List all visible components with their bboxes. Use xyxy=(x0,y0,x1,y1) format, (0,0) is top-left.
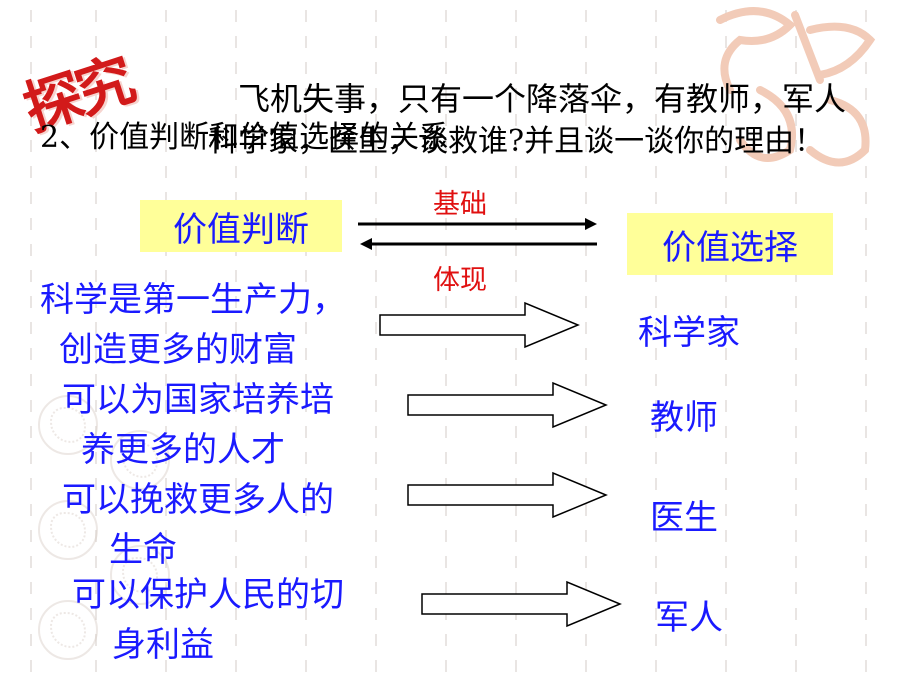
background-stripe xyxy=(30,10,32,675)
background-stripe xyxy=(445,10,447,675)
background-stripe xyxy=(515,10,517,675)
background-stripe xyxy=(865,10,867,675)
background-stripe xyxy=(725,10,727,675)
reason-line: 科学是第一生产力， xyxy=(40,280,346,320)
block-arrow-scientist xyxy=(379,301,580,349)
reflection-label: 体现 xyxy=(433,265,487,296)
reason-line: 创造更多的财富 xyxy=(59,330,297,370)
block-arrow-teacher xyxy=(407,381,608,429)
reason-doctor: 可以挽救更多人的 生命 xyxy=(28,475,368,575)
question-line-2-prefix: 2、价值判断和价值选择的关系 xyxy=(40,120,450,155)
reason-line: 可以保护人民的切 xyxy=(72,575,344,615)
block-arrow-soldier xyxy=(421,580,622,628)
decorative-seal xyxy=(110,545,170,605)
person-teacher: 教师 xyxy=(650,398,718,438)
backward-relation-arrow xyxy=(360,238,597,250)
question-line-2: 科学家，医生，谈救谁?并且谈一谈你的理由！ xyxy=(208,124,825,159)
background-stripe xyxy=(795,10,797,675)
block-arrow-doctor xyxy=(407,471,608,519)
reason-line: 身利益 xyxy=(112,625,214,665)
reason-soldier: 可以保护人民的切 身利益 xyxy=(28,570,388,670)
person-doctor: 医生 xyxy=(650,498,718,538)
decorative-seal xyxy=(38,395,98,455)
basis-label: 基础 xyxy=(433,189,487,220)
decorative-seal xyxy=(38,600,98,660)
reason-line: 养更多的人才 xyxy=(81,430,285,470)
decorative-seal xyxy=(38,500,98,560)
reason-line: 可以挽救更多人的 xyxy=(62,480,334,520)
background-stripe xyxy=(585,10,587,675)
person-scientist: 科学家 xyxy=(638,313,740,353)
question-line-1: 飞机失事，只有一个降落伞，有教师，军人 xyxy=(238,80,847,118)
value-judgment-box: 价值判断 xyxy=(140,200,342,252)
background-stripe xyxy=(235,10,237,675)
background-stripe xyxy=(375,10,377,675)
background-stripe xyxy=(95,10,97,675)
reason-teacher: 可以为国家培养培 养更多的人才 xyxy=(28,375,368,475)
person-soldier: 军人 xyxy=(655,598,723,638)
forward-relation-arrow xyxy=(358,218,597,230)
background-stripe xyxy=(655,10,657,675)
decorative-seal xyxy=(110,430,170,490)
reason-scientist: 科学是第一生产力， 创造更多的财富 xyxy=(18,275,368,375)
reason-line: 生命 xyxy=(109,530,177,570)
decorative-watermark xyxy=(716,7,876,167)
reason-line: 可以为国家培养培 xyxy=(62,380,334,420)
background-stripe xyxy=(165,10,167,675)
value-choice-box: 价值选择 xyxy=(627,213,833,275)
background-stripe xyxy=(305,10,307,675)
